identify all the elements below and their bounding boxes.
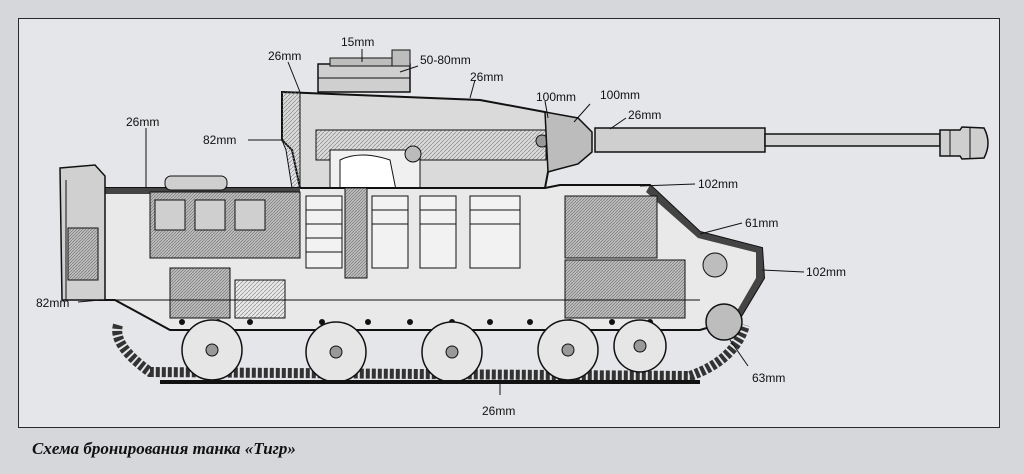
- label-mantlet-2: 100mm: [600, 88, 641, 102]
- label-glacis: 61mm: [745, 216, 779, 230]
- gun-barrel: [594, 126, 989, 160]
- label-lower-front: 102mm: [806, 265, 847, 279]
- label-cupola-side: 50-80mm: [420, 53, 471, 67]
- label-engine-deck: 26mm: [126, 115, 160, 129]
- label-turret-roof: 26mm: [268, 49, 302, 63]
- label-barrel-sleeve: 26mm: [628, 108, 662, 122]
- label-driver-front: 102mm: [698, 177, 739, 191]
- leader-lines: [77, 49, 805, 395]
- track-and-running-gear: [112, 303, 750, 384]
- label-mantlet-1: 100mm: [536, 90, 577, 104]
- figure-caption: Схема бронирования танка «Тигр»: [32, 439, 296, 458]
- label-belly-front: 63mm: [752, 371, 786, 385]
- hull: [97, 175, 766, 331]
- label-turret-side: 82mm: [203, 133, 237, 147]
- label-belly: 26mm: [482, 404, 516, 418]
- label-rear-plate: 82mm: [36, 296, 70, 310]
- rear-stowage: [59, 164, 106, 301]
- label-turret-roof-front: 26mm: [470, 70, 504, 84]
- label-cupola-top: 15mm: [341, 35, 375, 49]
- commander-cupola: [317, 49, 411, 93]
